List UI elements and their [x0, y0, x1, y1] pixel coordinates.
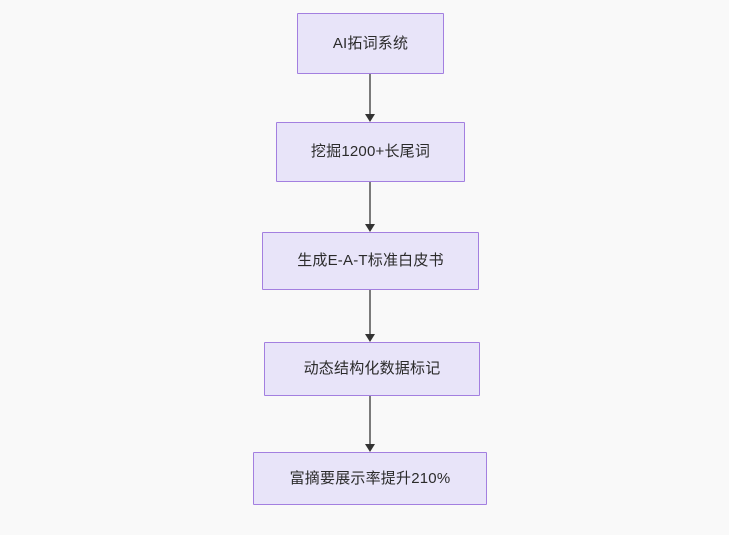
- flow-node-ai-keyword-system[interactable]: AI拓词系统: [297, 13, 444, 74]
- flow-node-label: 动态结构化数据标记: [303, 360, 441, 377]
- edge-line: [369, 396, 371, 444]
- flow-node-label: AI拓词系统: [332, 34, 409, 52]
- flow-node-label: 挖掘1200+长尾词: [310, 143, 431, 160]
- flow-node-dynamic-structured-data-markup[interactable]: 动态结构化数据标记: [264, 342, 480, 396]
- arrowhead-icon: [365, 334, 375, 342]
- flow-node-mine-longtail-keywords[interactable]: 挖掘1200+长尾词: [276, 122, 465, 182]
- arrowhead-icon: [365, 444, 375, 452]
- arrowhead-icon: [365, 114, 375, 122]
- edge-line: [369, 74, 371, 114]
- flow-node-label: 生成E-A-T标准白皮书: [297, 252, 444, 269]
- arrowhead-icon: [365, 224, 375, 232]
- flow-node-rich-snippet-rate-increase[interactable]: 富摘要展示率提升210%: [253, 452, 487, 505]
- flow-node-generate-eat-whitepaper[interactable]: 生成E-A-T标准白皮书: [262, 232, 479, 290]
- edge-line: [369, 182, 371, 224]
- flow-node-label: 富摘要展示率提升210%: [289, 469, 451, 487]
- edge-line: [369, 290, 371, 334]
